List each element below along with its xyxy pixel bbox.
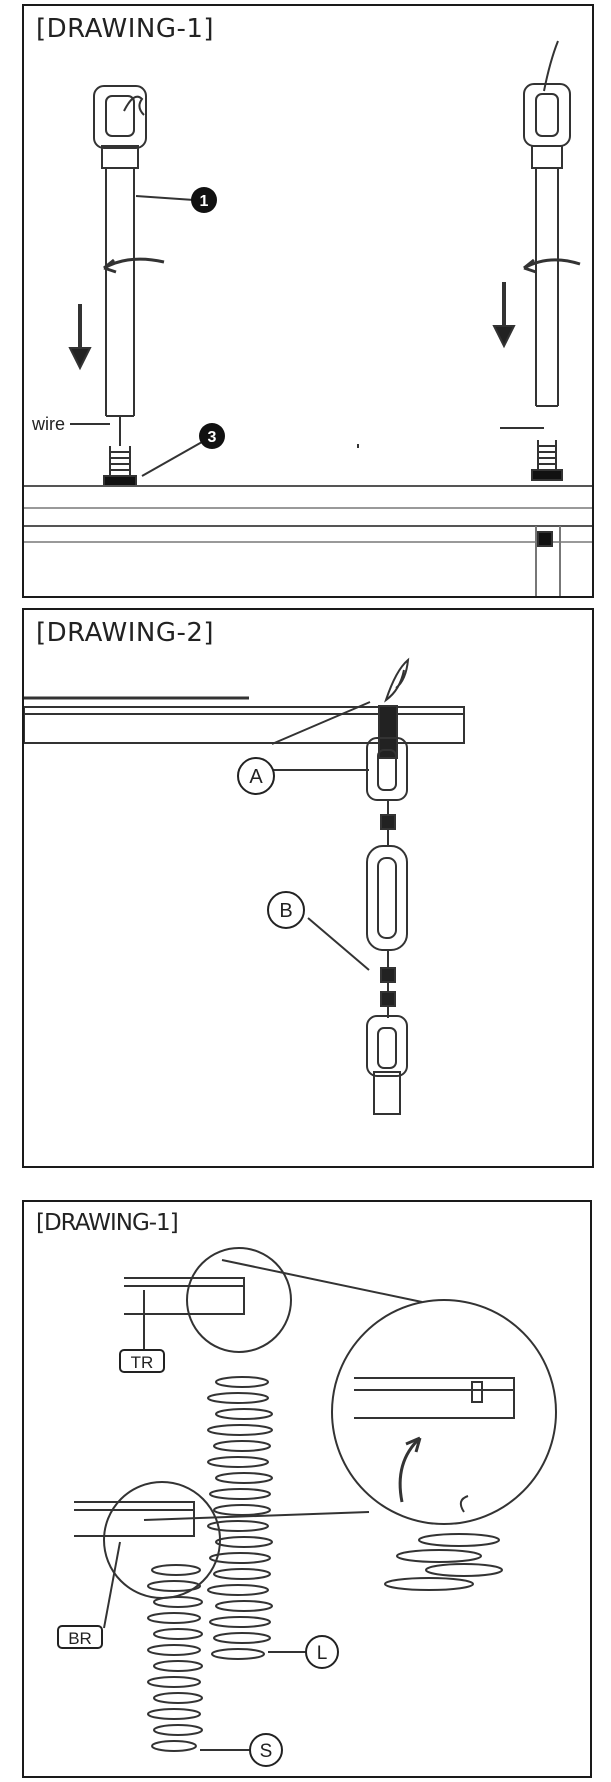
drawing-1-illustration: 1 3 wire [24, 40, 592, 596]
drawing-2-illustration: A B [24, 657, 465, 1115]
callout-tr-box [119, 1349, 165, 1373]
callout-s: S [260, 1741, 273, 1762]
callout-b-marker [267, 891, 305, 929]
right-connector [531, 145, 563, 169]
callout-tr: TR [131, 1353, 154, 1372]
callout-1-marker [191, 187, 217, 213]
callout-1: 1 [200, 193, 209, 210]
left-bracket [93, 85, 147, 149]
callout-s-marker [249, 1733, 283, 1767]
callout-br-box [57, 1625, 103, 1649]
callout-b: B [279, 900, 292, 922]
drawing-3-illustration: TR BR L S [57, 1247, 557, 1767]
callout-a-marker [237, 757, 275, 795]
callout-3: 3 [208, 429, 217, 446]
drawing-1-title: [DRAWING-1] [36, 14, 215, 44]
callout-l-marker [305, 1635, 339, 1669]
callout-3-marker [199, 423, 225, 449]
wire-tuft [384, 657, 410, 703]
top-rail [124, 1277, 245, 1315]
threaded-rod [378, 705, 398, 759]
wire-label: wire [31, 414, 65, 434]
drawing-2-panel: [DRAWING-2] [22, 608, 594, 1168]
long-bead-string [207, 1376, 273, 1660]
drawing-3-panel: [DRAWING-1] [22, 1200, 592, 1778]
ceiling-bar [24, 706, 465, 744]
leader-b [307, 917, 370, 971]
top-zoom-circle [186, 1247, 292, 1353]
detail-zoom-circle [331, 1299, 557, 1525]
left-connector [101, 145, 139, 169]
right-bracket [523, 40, 571, 147]
left-screw [103, 446, 137, 487]
callout-a: A [249, 766, 263, 788]
right-screw [531, 440, 563, 481]
callout-l: L [317, 1643, 328, 1664]
drawing-1-panel: [DRAWING-1] [22, 4, 594, 598]
detail-arrow [398, 1436, 422, 1503]
callout-br: BR [68, 1629, 92, 1648]
bottom-rail [74, 1501, 195, 1537]
link-b [366, 1015, 408, 1077]
drawing-3-title: [DRAWING-1] [36, 1210, 179, 1236]
chain-link [366, 845, 408, 951]
drawing-2-title: [DRAWING-2] [36, 618, 215, 648]
detail-beads [384, 1533, 503, 1591]
short-bead-string [147, 1564, 203, 1752]
